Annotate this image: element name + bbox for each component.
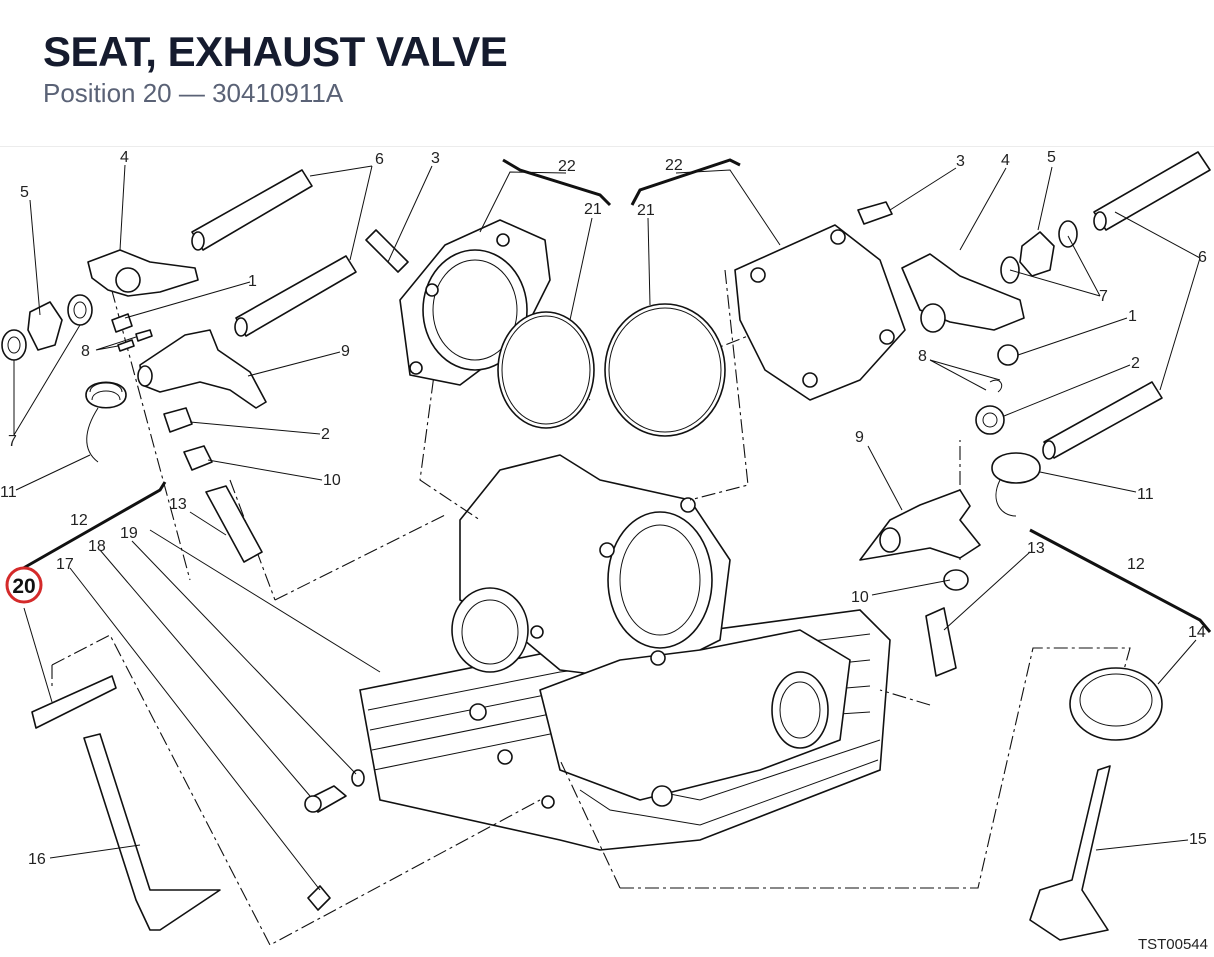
callout-leader-lines	[13, 164, 1201, 891]
callout-8-right: 8	[918, 348, 927, 365]
callout-5-right: 5	[1047, 149, 1056, 166]
callout-16: 16	[28, 851, 46, 868]
callout-8-left: 8	[81, 343, 90, 360]
callout-7-left: 7	[8, 433, 17, 450]
highlighted-position-number: 20	[12, 575, 35, 598]
left-valve-train-parts	[1, 169, 365, 931]
callout-9-right: 9	[855, 429, 864, 446]
callout-6-right: 6	[1198, 249, 1207, 266]
callout-11-left: 11	[0, 484, 17, 501]
highlighted-position-marker: 20	[5, 566, 43, 604]
callout-18: 18	[88, 538, 106, 555]
callout-14: 14	[1188, 624, 1206, 641]
callout-1-left: 1	[248, 273, 257, 290]
callout-11-right: 11	[1137, 486, 1154, 503]
callout-15: 15	[1189, 831, 1207, 848]
callout-1-right: 1	[1128, 308, 1137, 325]
callout-21-right: 21	[637, 202, 655, 219]
group-brackets	[19, 158, 1212, 633]
callout-4-right: 4	[1001, 152, 1010, 169]
page-title: SEAT, EXHAUST VALVE	[43, 28, 508, 75]
callout-6-left: 6	[375, 151, 384, 168]
callout-12-right: 12	[1127, 556, 1145, 573]
callout-13-left: 13	[169, 496, 187, 513]
callout-numbers: 5 4 6 3 22 21 22 21 3 4 5 6 7 1 1 8 9 8 …	[0, 149, 1207, 868]
callout-12-left: 12	[70, 512, 88, 529]
callout-13-right: 13	[1027, 540, 1045, 557]
callout-7-right: 7	[1099, 288, 1108, 305]
callout-4-left: 4	[120, 149, 129, 166]
callout-10-left: 10	[323, 472, 341, 489]
right-valve-train-parts	[859, 151, 1211, 941]
valve-covers-and-orings	[365, 201, 906, 437]
callout-10-right: 10	[851, 589, 869, 606]
callout-2-left: 2	[321, 426, 330, 443]
page-header: SEAT, EXHAUST VALVE Position 20 — 304109…	[0, 0, 1214, 147]
callout-22-left: 22	[558, 158, 576, 175]
callout-21-left: 21	[584, 201, 602, 218]
callout-22-right: 22	[665, 157, 683, 174]
callout-3-right: 3	[956, 153, 965, 170]
callout-3-left: 3	[431, 150, 440, 167]
cylinder-head-drawing	[359, 454, 891, 851]
drawing-code: TST00544	[1137, 936, 1208, 953]
callout-19: 19	[120, 525, 138, 542]
callout-5-left: 5	[20, 184, 29, 201]
callout-9-left: 9	[341, 343, 350, 360]
callout-17: 17	[56, 556, 74, 573]
part-position-subtitle: Position 20 — 30410911A	[43, 78, 344, 108]
callout-2-right: 2	[1131, 355, 1140, 372]
